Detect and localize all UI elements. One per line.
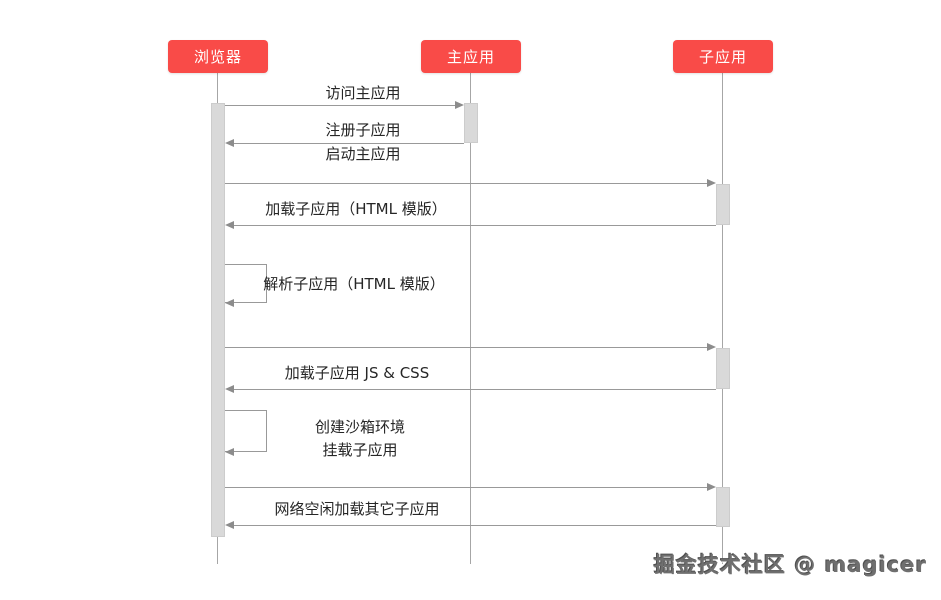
activation-browser (211, 103, 225, 537)
message-3-line (225, 183, 707, 184)
self-message-1-loop (225, 264, 267, 303)
self-message-2-label-line2: 挂载子应用 (322, 441, 398, 459)
self-message-1-label: 解析子应用（HTML 模版） (263, 275, 445, 293)
message-4-line (234, 225, 716, 226)
self-message-2-label-line1: 创建沙箱环境 (314, 418, 406, 436)
self-message-1-arrowhead-icon (225, 299, 234, 307)
message-7-label: 加载子应用 JS & CSS (284, 364, 430, 382)
actor-browser: 浏览器 (168, 40, 268, 73)
message-6-line (225, 347, 707, 348)
actor-browser-label: 浏览器 (193, 48, 242, 66)
message-2-line (234, 143, 464, 144)
message-2-label-line2: 启动主应用 (325, 145, 401, 163)
activation-main-app (464, 103, 478, 143)
activation-sub-app-1 (716, 184, 730, 225)
message-4-arrowhead-icon (225, 221, 234, 229)
lifeline-main-app (470, 73, 471, 564)
message-1-line (225, 105, 456, 106)
message-10-arrowhead-icon (225, 521, 234, 529)
self-message-2-loop (225, 410, 267, 452)
message-2-arrowhead-icon (225, 139, 234, 147)
message-1-label: 访问主应用 (325, 84, 401, 102)
lifeline-sub-app (722, 73, 723, 564)
actor-main-app: 主应用 (421, 40, 521, 73)
activation-sub-app-2 (716, 348, 730, 389)
actor-main-app-label: 主应用 (446, 48, 495, 66)
self-message-2-arrowhead-icon (225, 448, 234, 456)
message-1-arrowhead-icon (455, 101, 464, 109)
actor-sub-app: 子应用 (673, 40, 773, 73)
message-6-arrowhead-icon (707, 343, 716, 351)
message-2-label-line1: 注册子应用 (325, 121, 401, 139)
message-10-label: 网络空闲加载其它子应用 (274, 500, 440, 518)
message-9-arrowhead-icon (707, 483, 716, 491)
activation-sub-app-3 (716, 487, 730, 527)
message-10-line (234, 525, 716, 526)
actor-sub-app-label: 子应用 (698, 48, 747, 66)
message-3-arrowhead-icon (707, 179, 716, 187)
message-7-line (234, 389, 716, 390)
message-4-label: 加载子应用（HTML 模版） (265, 200, 447, 218)
watermark: 掘金技术社区 @ magicer (654, 553, 927, 577)
message-9-line (225, 487, 707, 488)
message-7-arrowhead-icon (225, 385, 234, 393)
